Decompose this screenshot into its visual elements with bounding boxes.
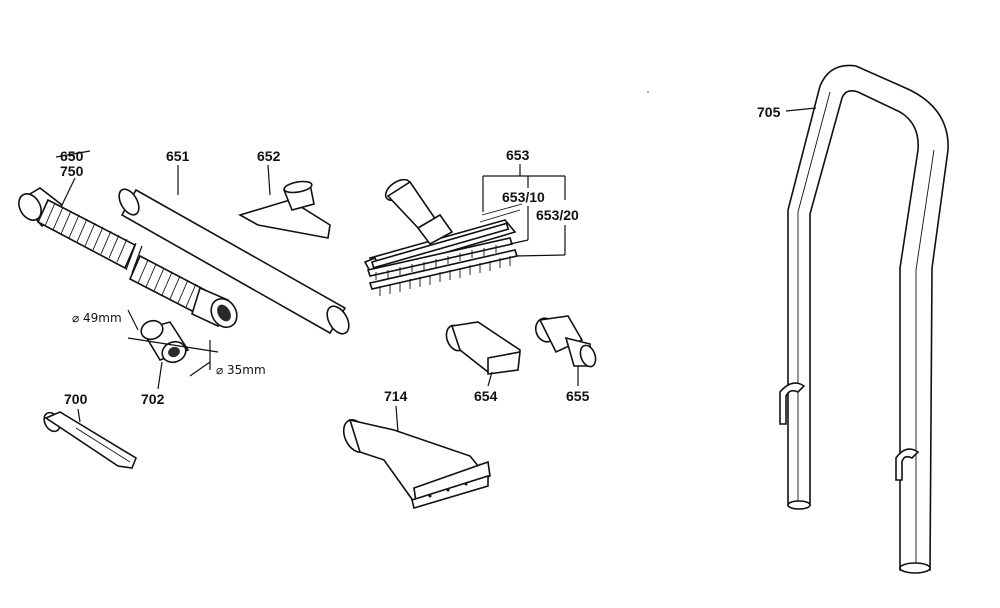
label-653-20: 653/20: [536, 207, 579, 223]
flat-nozzle-part: [237, 180, 331, 239]
nozzle-655-part: [534, 315, 597, 368]
label-651: 651: [166, 148, 190, 164]
label-700: 700: [64, 391, 88, 407]
label-654: 654: [474, 388, 498, 404]
label-705: 705: [757, 104, 781, 120]
label-750: 750: [60, 163, 84, 179]
adapter-part: [140, 319, 190, 364]
label-652: 652: [257, 148, 281, 164]
hose-part: [18, 187, 238, 329]
wide-nozzle-part: [342, 418, 491, 510]
dimension-49mm: ⌀ 49mm: [72, 311, 122, 325]
label-653-10: 653/10: [502, 189, 545, 205]
crevice-tool-part: [43, 411, 137, 469]
label-702: 702: [141, 391, 165, 407]
label-650: 650: [60, 148, 84, 164]
label-655: 655: [566, 388, 590, 404]
label-653: 653: [506, 147, 530, 163]
handle-frame-part: [779, 64, 949, 574]
label-714: 714: [384, 388, 408, 404]
extension-tube-part: [118, 188, 350, 335]
dimension-35mm: ⌀ 35mm: [216, 363, 266, 377]
floor-nozzle-part: [363, 178, 523, 296]
nozzle-654-part: [445, 321, 521, 375]
